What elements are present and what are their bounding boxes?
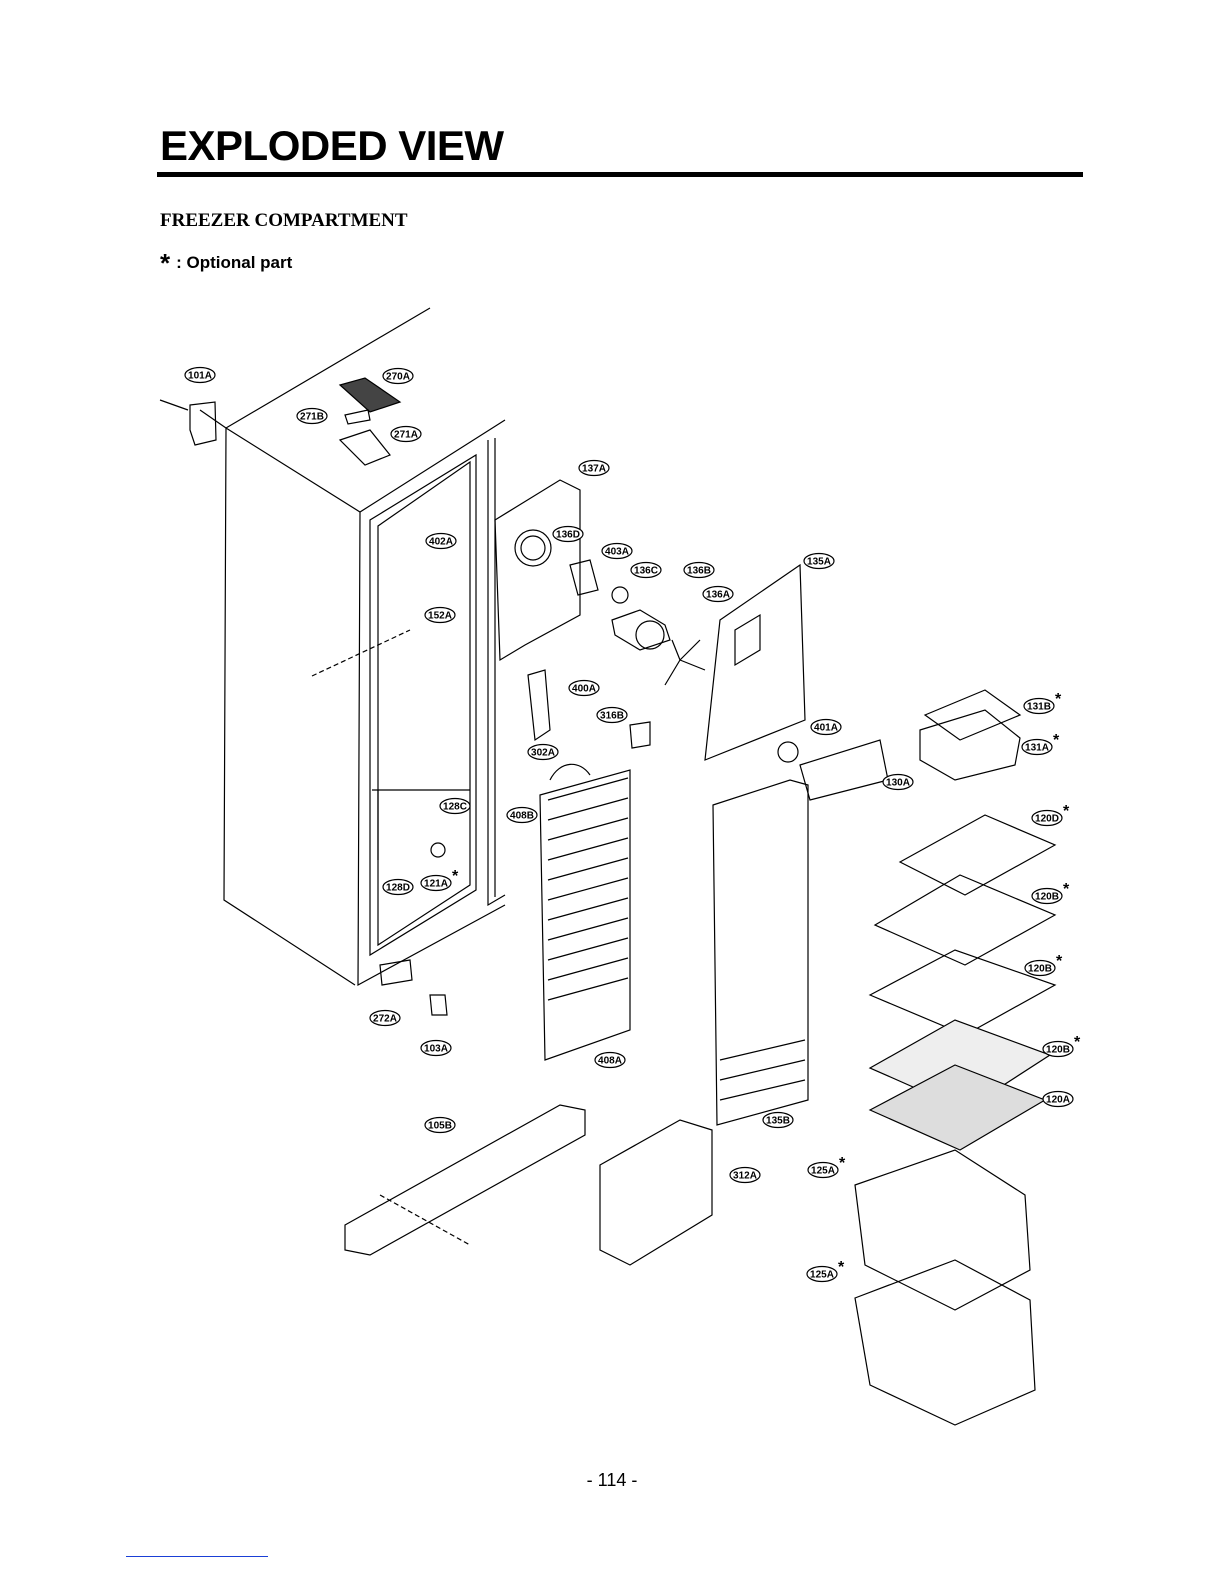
callout-label: 125A: [810, 1270, 834, 1281]
callout-label: 400A: [572, 684, 596, 695]
callout-label: 121A: [424, 879, 448, 890]
callout-label: 316B: [600, 711, 624, 722]
callout-136d: 136D: [553, 527, 583, 542]
hinge-parts: [160, 378, 400, 465]
shelves: [870, 815, 1055, 1150]
callout-label: 103A: [424, 1044, 448, 1055]
optional-marker: *: [1074, 1034, 1081, 1051]
callout-label: 271A: [394, 430, 418, 441]
callout-105b: 105B: [425, 1118, 455, 1133]
callout-408a: 408A: [595, 1053, 625, 1068]
base-parts: [345, 843, 712, 1265]
callout-label: 120B: [1035, 892, 1059, 903]
footer-link-underline[interactable]: [126, 1556, 268, 1557]
lamp: [778, 740, 888, 800]
callout-120d: 120D *: [1032, 803, 1070, 826]
callout-135a: 135A: [804, 554, 834, 569]
callout-label: 137A: [582, 464, 606, 475]
callout-label: 135A: [807, 557, 831, 568]
callout-400a: 400A: [569, 681, 599, 696]
callout-271a: 271A: [391, 427, 421, 442]
callout-402a: 402A: [426, 534, 456, 549]
callout-label: 105B: [428, 1121, 452, 1132]
baskets: [855, 1150, 1035, 1425]
evaporator: [528, 670, 650, 1060]
callout-label: 272A: [373, 1014, 397, 1025]
callout-131b: 131B *: [1024, 691, 1062, 714]
callout-131a: 131A *: [1022, 732, 1060, 755]
optional-marker: *: [839, 1155, 846, 1172]
callout-121a: 121A *: [421, 868, 459, 891]
optional-marker: *: [1056, 953, 1063, 970]
page-number: - 114 -: [0, 1470, 1224, 1491]
callout-128d: 128D: [383, 880, 413, 895]
callout-316b: 316B: [597, 708, 627, 723]
callout-label: 128C: [443, 802, 467, 813]
callout-270a: 270A: [383, 369, 413, 384]
callout-label: 131A: [1025, 743, 1049, 754]
callout-135b: 135B: [763, 1113, 793, 1128]
callout-152a: 152A: [425, 608, 455, 623]
fan-housing: [495, 480, 705, 685]
callout-label: 120B: [1028, 964, 1052, 975]
callout-120a: 120A: [1043, 1092, 1073, 1107]
callout-label: 125A: [811, 1166, 835, 1177]
callout-130a: 130A: [883, 775, 913, 790]
callout-272a: 272A: [370, 1011, 400, 1026]
optional-marker: *: [1063, 803, 1070, 820]
optional-marker: *: [452, 868, 459, 885]
callout-136c: 136C: [631, 563, 661, 578]
callout-label: 120D: [1035, 814, 1059, 825]
freezer-cabinet: [200, 308, 505, 985]
callout-label: 136A: [706, 590, 730, 601]
callout-312a: 312A: [730, 1168, 760, 1183]
callout-label: 101A: [188, 371, 212, 382]
rear-cover: [713, 780, 808, 1125]
callout-125a: 125A *: [807, 1259, 845, 1282]
callout-label: 271B: [300, 412, 324, 423]
callout-label: 302A: [531, 748, 555, 759]
optional-marker: *: [1063, 881, 1070, 898]
callout-label: 312A: [733, 1171, 757, 1182]
callout-103a: 103A: [421, 1041, 451, 1056]
callout-271b: 271B: [297, 409, 327, 424]
callout-125a: 125A *: [808, 1155, 846, 1178]
callout-401a: 401A: [811, 720, 841, 735]
callout-label: 120B: [1046, 1045, 1070, 1056]
callout-label: 408B: [510, 811, 534, 822]
callout-label: 128D: [386, 883, 410, 894]
callout-120b: 120B *: [1025, 953, 1063, 976]
callout-128c: 128C: [440, 799, 470, 814]
callout-label: 120A: [1046, 1095, 1070, 1106]
optional-marker: *: [1055, 691, 1062, 708]
optional-marker: *: [1053, 732, 1060, 749]
callout-label: 401A: [814, 723, 838, 734]
callout-label: 136D: [556, 530, 580, 541]
callout-label: 136C: [634, 566, 658, 577]
callout-101a: 101A: [185, 368, 215, 383]
callout-120b: 120B *: [1043, 1034, 1081, 1057]
callout-label: 136B: [687, 566, 711, 577]
callout-label: 403A: [605, 547, 629, 558]
callout-label: 130A: [886, 778, 910, 789]
callout-137a: 137A: [579, 461, 609, 476]
callout-label: 402A: [429, 537, 453, 548]
optional-marker: *: [838, 1259, 845, 1276]
callout-label: 152A: [428, 611, 452, 622]
callout-label: 135B: [766, 1116, 790, 1127]
callout-136a: 136A: [703, 587, 733, 602]
callout-408b: 408B: [507, 808, 537, 823]
callout-403a: 403A: [602, 544, 632, 559]
ice-tray: [920, 690, 1020, 780]
callout-136b: 136B: [684, 563, 714, 578]
callout-label: 270A: [386, 372, 410, 383]
callout-label: 131B: [1027, 702, 1051, 713]
callout-label: 408A: [598, 1056, 622, 1067]
callout-120b: 120B *: [1032, 881, 1070, 904]
callout-302a: 302A: [528, 745, 558, 760]
